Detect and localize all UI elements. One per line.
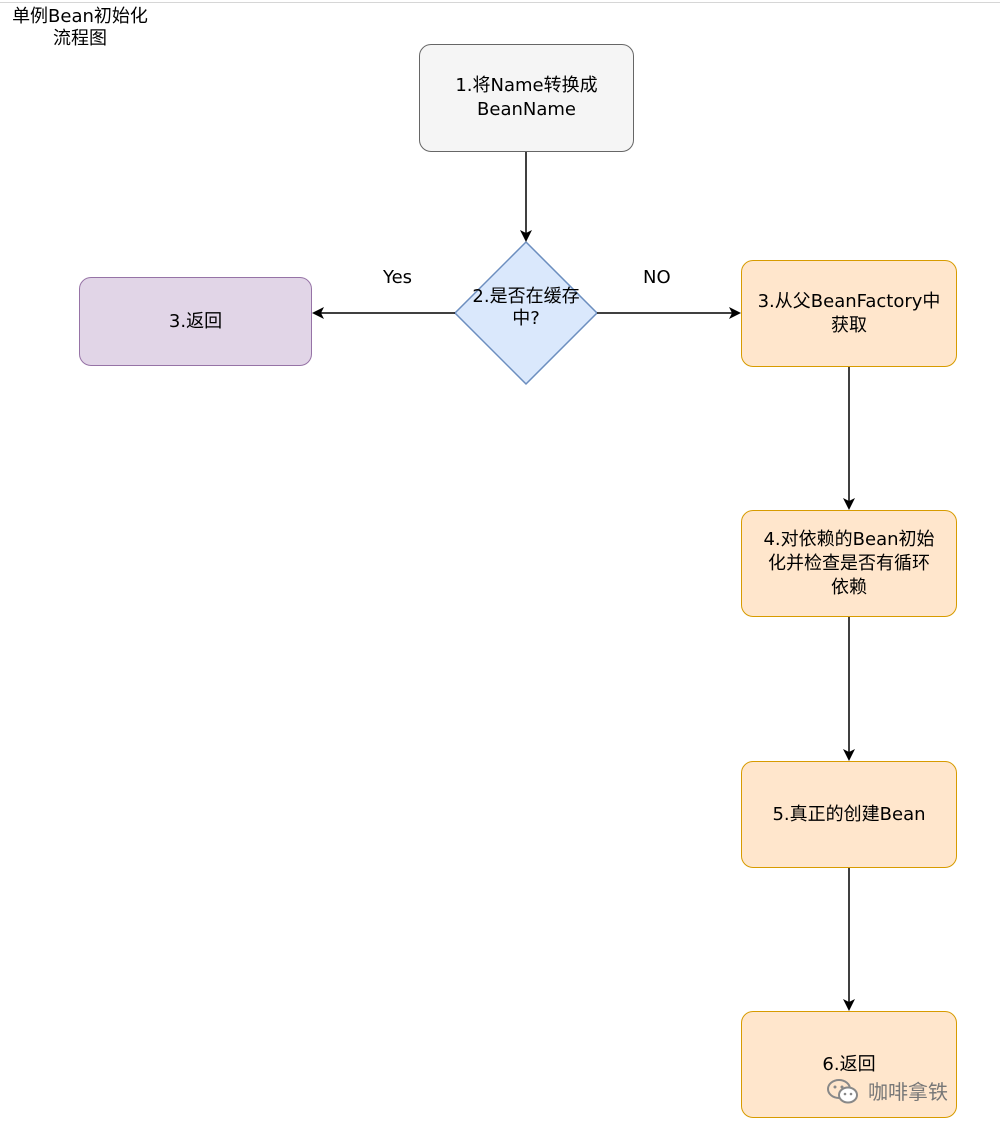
node-create-label: 5.真正的创建Bean: [772, 803, 926, 825]
diagram-title: 单例Bean初始化 流程图: [0, 6, 160, 50]
node-parent-factory-line-2: 获取: [830, 314, 867, 336]
node-create[interactable]: 5.真正的创建Bean: [741, 761, 957, 868]
node-return-cached-label: 3.返回: [168, 310, 223, 332]
node-dependencies[interactable]: 4.对依赖的Bean初始 化并检查是否有循环 依赖: [741, 510, 957, 617]
decision-label-line-2: 中?: [512, 308, 540, 329]
node-dependencies-line-2: 化并检查是否有循环: [767, 552, 930, 574]
decision-diamond[interactable]: [453, 240, 599, 386]
node-start-line-2: BeanName: [477, 99, 576, 120]
node-start[interactable]: 1.将Name转换成 BeanName: [419, 44, 634, 152]
node-start-line-1: 1.将Name转换成: [455, 75, 598, 96]
node-return-cached[interactable]: 3.返回: [79, 277, 312, 366]
edge-label-yes: Yes: [383, 267, 413, 288]
diagram-title-line-1: 单例Bean初始化: [12, 6, 148, 27]
node-dependencies-line-1: 4.对依赖的Bean初始: [763, 528, 935, 550]
node-return-final[interactable]: 6.返回: [741, 1011, 957, 1118]
edge-label-no: NO: [643, 267, 671, 288]
top-border-line: [0, 2, 1000, 3]
decision-label-line-1: 2.是否在缓存: [472, 286, 580, 307]
node-return-final-label: 6.返回: [822, 1053, 876, 1075]
watermark: 咖啡拿铁: [826, 1076, 948, 1105]
node-parent-factory-line-1: 3.从父BeanFactory中: [757, 290, 941, 312]
node-parent-factory[interactable]: 3.从父BeanFactory中 获取: [741, 260, 957, 367]
wechat-icon: [827, 1078, 858, 1103]
watermark-text: 咖啡拿铁: [868, 1080, 948, 1104]
decision-label: 2.是否在缓存 中?: [455, 286, 597, 330]
node-dependencies-line-3: 依赖: [830, 576, 867, 598]
diagram-title-line-2: 流程图: [53, 28, 107, 49]
